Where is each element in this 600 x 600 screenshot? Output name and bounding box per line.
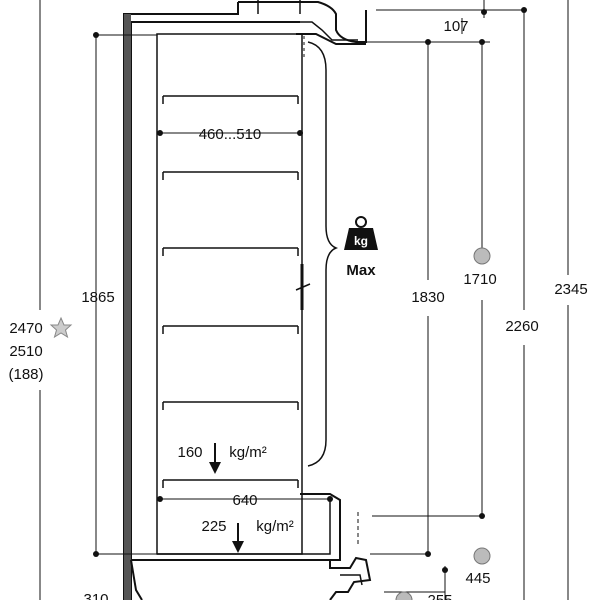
- max-load-brace: [307, 41, 339, 467]
- cabinet-frame: [123, 0, 372, 600]
- shelf-load-unit: kg/m²: [229, 444, 267, 461]
- weight-icon: kg: [344, 216, 378, 250]
- shelf-load-value: 160: [177, 444, 202, 461]
- shelf: [162, 171, 299, 180]
- arrow-down-icon: [209, 443, 221, 474]
- arrow-down-icon: [232, 523, 244, 553]
- shelves: [162, 95, 299, 488]
- shelf: [162, 479, 299, 488]
- shelf: [162, 95, 299, 104]
- dimension-end-points: [93, 7, 527, 573]
- weight-icon-label: kg: [354, 234, 368, 248]
- dimension-lines: [39, 0, 569, 600]
- base-depth-label: 640: [232, 492, 257, 509]
- shelf: [162, 325, 299, 334]
- max-load-label: Max: [346, 262, 376, 279]
- overall-height-c-label: (188): [8, 366, 43, 383]
- overall-height-a-label: 2470: [9, 320, 42, 337]
- star-icon: [49, 316, 73, 339]
- dim-2345-label: 2345: [554, 281, 587, 298]
- overall-height-b-label: 2510: [9, 343, 42, 360]
- dim-1710-label: 1710: [463, 271, 496, 288]
- dim-310-label: 310: [83, 591, 108, 600]
- shelf: [162, 247, 299, 256]
- dim-1830-label: 1830: [411, 289, 444, 306]
- dim-2260-label: 2260: [505, 318, 538, 335]
- reference-marker: [473, 547, 491, 565]
- interior-height-label: 1865: [81, 289, 114, 306]
- shelf-depth-label: 460...510: [199, 126, 262, 143]
- reference-marker: [395, 591, 413, 600]
- dim-107-label: 107: [443, 18, 468, 35]
- reference-marker: [473, 247, 491, 265]
- reference-markers: [395, 247, 491, 600]
- base-load-unit: kg/m²: [256, 518, 294, 535]
- shelf: [162, 401, 299, 410]
- base-load-value: 225: [201, 518, 226, 535]
- dim-255-label: 255: [427, 592, 452, 600]
- dim-445-label: 445: [465, 570, 490, 587]
